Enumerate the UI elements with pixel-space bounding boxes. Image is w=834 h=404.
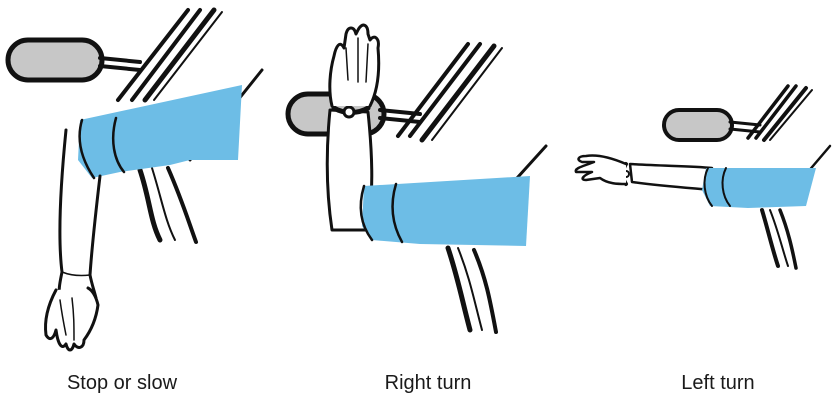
- caption-right-turn: Right turn: [385, 373, 472, 393]
- blue-sleeve-icon: [702, 168, 816, 208]
- panel-right-turn: [288, 25, 546, 332]
- caption-left-turn: Left turn: [681, 373, 754, 393]
- panel-left-turn: [576, 86, 830, 268]
- blue-sleeve-icon: [78, 85, 242, 178]
- side-mirror-icon: [8, 40, 140, 80]
- side-mirror-icon: [664, 110, 760, 140]
- panel-stop-or-slow: [8, 10, 262, 350]
- arm-straight-signal-icon: [576, 155, 712, 190]
- blue-sleeve-icon: [361, 176, 530, 246]
- caption-stop-or-slow: Stop or slow: [67, 373, 177, 393]
